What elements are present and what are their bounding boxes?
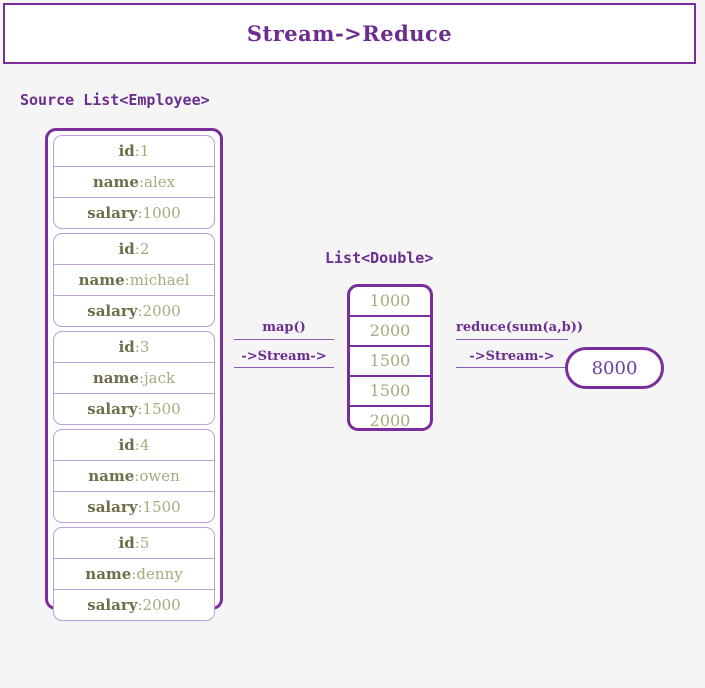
double-list-row: 2000 (369, 411, 411, 430)
employee-id-value: 1 (139, 142, 150, 160)
employee-id-row: id:3 (54, 332, 214, 363)
employee-salary-separator: : (137, 204, 143, 222)
reduce-stream-label: ->Stream-> (469, 349, 555, 364)
header-bar: Stream->Reduce (3, 3, 696, 64)
employee-id-key: id (118, 142, 135, 160)
employee-salary-key: salary (87, 596, 138, 614)
employee-id-separator: : (134, 240, 140, 258)
double-list-label: List<Double> (325, 249, 434, 267)
map-arrow-line-top (234, 339, 334, 340)
employee-id-key: id (118, 240, 135, 258)
employee-name-row: name:alex (54, 167, 214, 198)
employee-name-key: name (92, 369, 139, 387)
employee-name-separator: : (138, 173, 145, 191)
employee-salary-value: 1000 (142, 204, 181, 222)
employee-id-separator: : (134, 338, 140, 356)
double-list-row: 1500 (350, 377, 430, 407)
source-list-label: Source List<Employee> (20, 91, 210, 109)
employee-name-row: name:michael (54, 265, 214, 296)
employee-salary-separator: : (137, 302, 143, 320)
employee-name-separator: : (131, 565, 137, 583)
employee-id-value: 5 (139, 534, 150, 552)
result-value: 8000 (591, 357, 638, 379)
map-arrow-line-bottom (234, 367, 334, 368)
employee-name-separator: : (138, 369, 144, 387)
employee-name-value: jack (144, 369, 176, 387)
employee-id-row: id:4 (54, 430, 214, 461)
reduce-arrow-line-bottom (456, 367, 568, 368)
employee-name-row: name:owen (54, 461, 214, 492)
map-transform-group: map() ->Stream-> (234, 320, 334, 377)
employee-salary-row: salary:2000 (54, 296, 214, 326)
employee-name-value: denny (136, 565, 183, 583)
employee-id-value: 3 (139, 338, 150, 356)
employee-salary-key: salary (87, 498, 138, 516)
employee-id-key: id (118, 534, 135, 552)
employee-salary-value: 2000 (142, 596, 181, 614)
employee-salary-row: salary:1500 (54, 394, 214, 424)
employee-salary-value: 1500 (142, 498, 181, 516)
result-oval: 8000 (565, 347, 664, 389)
employee-id-row: id:5 (54, 528, 214, 559)
employee-id-row: id:2 (54, 234, 214, 265)
employee-name-separator: : (134, 467, 140, 485)
employee-id-separator: : (134, 142, 140, 160)
double-list-row: 1500 (350, 347, 430, 377)
employee-id-value: 2 (139, 240, 150, 258)
double-list-row: 2000 (350, 317, 430, 347)
employee-id-key: id (118, 436, 135, 454)
employee-name-key: name (92, 173, 139, 191)
double-list-row: 1000 (350, 287, 430, 317)
employee-salary-separator: : (137, 596, 143, 614)
employee-id-row: id:1 (54, 136, 214, 167)
employee-name-value: michael (129, 271, 190, 289)
employee-id-separator: : (134, 436, 140, 454)
map-operation-label: map() (262, 320, 306, 335)
employee-salary-key: salary (87, 400, 138, 418)
employee-name-value: owen (139, 467, 180, 485)
employee-id-separator: : (134, 534, 140, 552)
employee-name-key: name (78, 271, 125, 289)
employee-name-row: name:denny (54, 559, 214, 590)
employee-salary-value: 1500 (142, 400, 181, 418)
reduce-transform-group: reduce(sum(a,b)) ->Stream-> (456, 320, 584, 377)
reduce-arrow-line-top (456, 339, 568, 340)
employee-id-value: 4 (139, 436, 150, 454)
employee-id-key: id (118, 338, 135, 356)
employee-salary-row: salary:2000 (54, 590, 214, 620)
employee-name-value: alex (144, 173, 176, 191)
map-stream-label: ->Stream-> (241, 349, 327, 364)
employee-salary-row: salary:1500 (54, 492, 214, 522)
employee-salary-key: salary (87, 302, 138, 320)
employee-salary-key: salary (87, 204, 138, 222)
employee-salary-separator: : (137, 400, 143, 418)
reduce-operation-label: reduce(sum(a,b)) (456, 320, 584, 335)
page-title: Stream->Reduce (246, 21, 453, 46)
employee-salary-value: 2000 (142, 302, 181, 320)
employee-salary-separator: : (137, 498, 143, 516)
employee-name-key: name (85, 565, 132, 583)
employee-name-key: name (88, 467, 135, 485)
employee-salary-row: salary:1000 (54, 198, 214, 228)
employee-name-separator: : (124, 271, 130, 289)
employee-name-row: name:jack (54, 363, 214, 394)
